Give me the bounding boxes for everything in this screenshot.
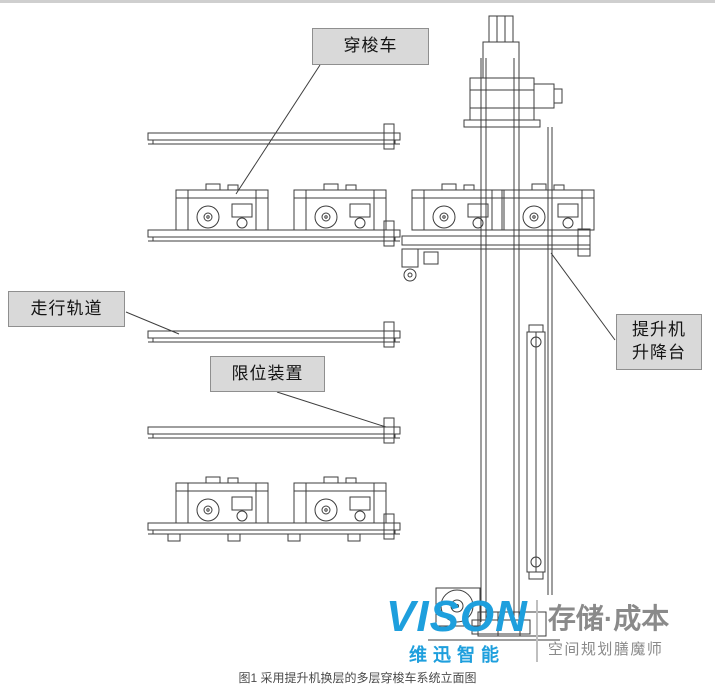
label-shuttle-car-text: 穿梭车 <box>343 36 398 56</box>
lifter <box>401 15 591 641</box>
label-limit-device: 限位装置 <box>210 356 325 392</box>
branding: VISON 维迅智能 存储·成本 空间规划膳魔师 <box>386 595 669 667</box>
brand-divider <box>535 600 538 662</box>
leader-lines <box>125 64 616 428</box>
slogan-sub: 空间规划膳魔师 <box>547 641 664 659</box>
slogan-main: 存储·成本 <box>547 602 670 634</box>
figure-caption: 图1 采用提升机换层的多层穿梭车系统立面图 <box>238 671 477 685</box>
label-running-track: 走行轨道 <box>8 291 125 327</box>
label-lifter-platform-line1: 提升机 <box>632 320 686 340</box>
running-tracks <box>147 123 401 542</box>
label-limit-device-text: 限位装置 <box>231 363 304 383</box>
vison-logo: VISON <box>386 592 528 641</box>
top-border <box>0 0 715 3</box>
label-lifter-platform-line2: 升降台 <box>632 343 686 362</box>
logo-block: VISON 维迅智能 <box>386 595 528 667</box>
label-lifter-platform: 提升机 升降台 <box>616 314 702 370</box>
slogan-block: 存储·成本 空间规划膳魔师 <box>548 603 669 659</box>
label-shuttle-car: 穿梭车 <box>312 28 429 65</box>
label-running-track-text: 走行轨道 <box>30 298 103 318</box>
shuttle-cars <box>175 183 595 524</box>
logo-chinese-name: 维迅智能 <box>408 645 505 665</box>
